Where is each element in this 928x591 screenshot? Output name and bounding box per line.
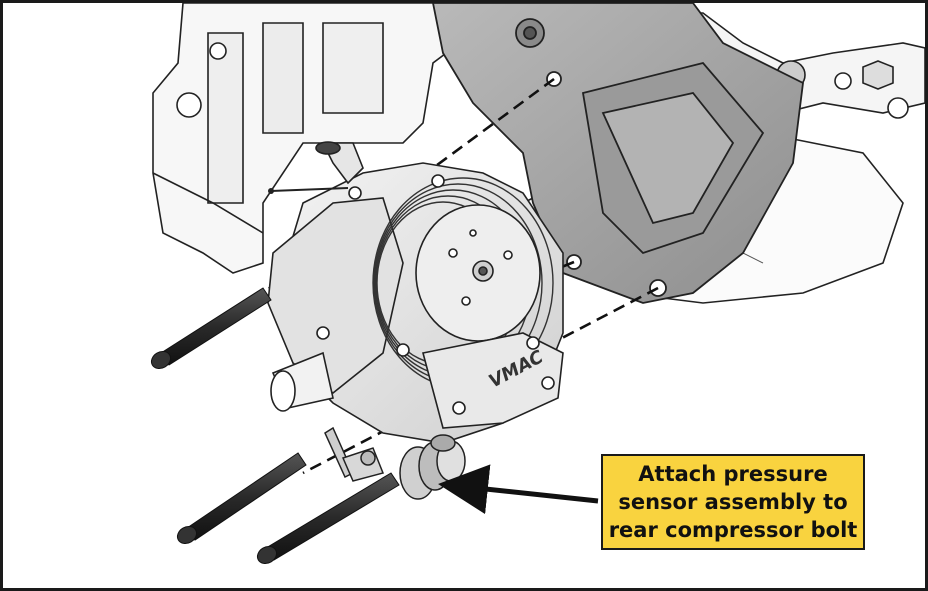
- pressure-sensor: [324, 426, 466, 500]
- bolt-lower-left: [176, 452, 307, 545]
- callout-text: Attach pressure sensor assembly to rear …: [608, 462, 858, 542]
- leader-arrow: [438, 464, 599, 515]
- instruction-callout: Attach pressure sensor assembly to rear …: [601, 454, 865, 550]
- bolt-lower-right: [256, 472, 400, 565]
- bolt-upper: [150, 287, 272, 370]
- sensor-wire: [270, 187, 349, 192]
- compressor-mounting-illustration: VMAC: [150, 3, 925, 565]
- compressor-body: [267, 141, 564, 444]
- mounting-bracket: [432, 3, 804, 304]
